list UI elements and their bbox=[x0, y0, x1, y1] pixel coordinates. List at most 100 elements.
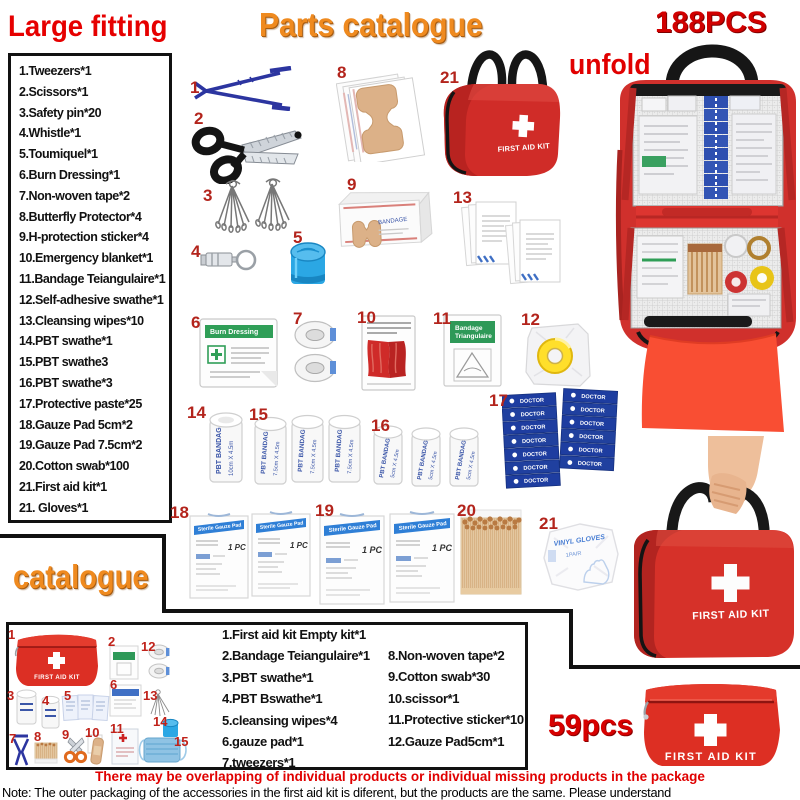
small-kit-list-item: 8.Non-woven tape*2 bbox=[388, 648, 505, 663]
note-text: Note: The outer packaging of the accesso… bbox=[2, 785, 671, 800]
product-number: 18 bbox=[170, 503, 189, 522]
total-pcs-label: 188PCS bbox=[655, 6, 767, 39]
parts-list-item: 3.Safety pin*20 bbox=[19, 105, 102, 120]
parts-list-item: 9.H-protection sticker*4 bbox=[19, 230, 149, 245]
product-number: 2 bbox=[194, 109, 204, 128]
parts-catalogue-title: Parts catalogue bbox=[259, 6, 483, 43]
collage-number: 4 bbox=[42, 693, 50, 708]
burn-dressing-photo: Burn Dressing bbox=[199, 318, 278, 388]
pbt-label: PBT BANDAG bbox=[260, 431, 270, 474]
collage-number: 9 bbox=[62, 727, 70, 742]
pbt-size-label: 7.5cm X 4.5m bbox=[347, 439, 355, 474]
product-number: 21 bbox=[539, 514, 558, 533]
nonwoven-tape-photo bbox=[294, 320, 336, 383]
small-pouch-photo: FIRST AID KIT bbox=[643, 684, 780, 766]
hand-bag-photo: FIRST AID KIT bbox=[634, 436, 794, 658]
first-aid-kit-text: FIRST AID KIT bbox=[692, 608, 770, 623]
collage-number: 8 bbox=[34, 729, 42, 744]
parts-list-item: 18.Gauze Pad 5cm*2 bbox=[19, 417, 133, 432]
collage-number: 2 bbox=[108, 634, 116, 649]
parts-list-item: 16.PBT swathe*3 bbox=[19, 375, 113, 390]
one-pc-label: 1 PC bbox=[228, 543, 246, 552]
collage-number: 15 bbox=[174, 734, 189, 749]
pbt-size-label: 5cm X 4.5m bbox=[466, 450, 477, 480]
first-aid-bag-photo: FIRST AID KIT bbox=[443, 50, 561, 176]
collage-number: 12 bbox=[141, 639, 156, 654]
parts-list-item: 11.Bandage Teiangulaire*1 bbox=[19, 271, 166, 286]
small-kit-list-item: 10.scissor*1 bbox=[388, 690, 460, 706]
parts-list-item: 14.PBT swathe*1 bbox=[19, 334, 113, 349]
pbt-size-label: 7.5cm X 4.5m bbox=[310, 439, 318, 474]
product-number: 1 bbox=[190, 78, 200, 97]
gauze-label: Sterile Gauze Pad bbox=[399, 521, 448, 532]
gauze-5cm-photo: Sterile Gauze Pad 1 PC Sterile Gauze Pad… bbox=[189, 511, 311, 599]
product-number: 19 bbox=[315, 501, 334, 520]
doctor-text: DOCTOR bbox=[523, 465, 547, 472]
gauze-75cm-photo: Sterile Gauze Pad 1 PC Sterile Gauze Pad… bbox=[319, 511, 455, 605]
product-number: 3 bbox=[203, 186, 213, 205]
product-number: 15 bbox=[249, 405, 268, 424]
product-number: 7 bbox=[293, 309, 303, 328]
catalogue-title: catalogue bbox=[13, 558, 149, 595]
product-number: 9 bbox=[347, 175, 357, 194]
burn-dressing-text: Burn Dressing bbox=[210, 329, 258, 336]
pbt-size-label: 5cm X 4.5m bbox=[428, 450, 439, 480]
collage-number: 10 bbox=[85, 725, 100, 740]
small-kit-list-item: 12.Gauze Pad5cm*1 bbox=[388, 733, 505, 749]
collage-number: 7 bbox=[9, 731, 17, 746]
triangulaire-word: Triangulaire bbox=[455, 333, 492, 340]
pbt-size-label: 10cm X 4.5m bbox=[229, 441, 235, 476]
doctor-text: DOCTOR bbox=[524, 478, 548, 485]
parts-list-item: 13.Cleansing wipes*10 bbox=[19, 313, 144, 328]
small-kit-collage: FIRST AID KIT bbox=[12, 634, 187, 766]
parts-list-item: 2.Scissors*1 bbox=[19, 84, 88, 99]
parts-list-item: 5.Toumiquel*1 bbox=[19, 147, 98, 162]
one-pair-text: 1PAIR bbox=[565, 551, 581, 559]
collage-number: 6 bbox=[110, 677, 118, 692]
product-number: 8 bbox=[337, 63, 347, 82]
whistle-photo bbox=[200, 249, 257, 271]
doctor-text: DOCTOR bbox=[523, 451, 547, 458]
product-number: 17 bbox=[489, 391, 508, 410]
h-protection-photo: BANDAGE bbox=[338, 191, 433, 248]
one-pc-label: 1 PC bbox=[362, 545, 383, 555]
collage-number: 3 bbox=[7, 688, 15, 703]
pbt-5-photo: PBT BANDAG 5cm X 4.5m PBT BANDAG 5cm X 4… bbox=[373, 425, 479, 487]
self-adhesive-photo bbox=[525, 323, 591, 387]
tweezers-photo bbox=[193, 66, 292, 111]
pbt-size-label: 7.5cm X 4.5m bbox=[273, 441, 281, 476]
product-number: 16 bbox=[371, 416, 390, 435]
gauze-label: Sterile Gauze Pad bbox=[260, 520, 304, 531]
doctor-text: DOCTOR bbox=[580, 407, 604, 414]
doctor-text: DOCTOR bbox=[520, 398, 544, 405]
protective-paste-photo: DOCTOR DOCTOR DOCTOR DOCTOR DOCTOR DOCTO… bbox=[502, 388, 619, 489]
product-number: 11 bbox=[433, 309, 451, 328]
parts-list-item: 4.Whistle*1 bbox=[19, 126, 81, 141]
first-aid-kit-text: FIRST AID KIT bbox=[665, 751, 757, 763]
one-pc-label: 1 PC bbox=[432, 543, 453, 553]
first-aid-kit-text: FIRST AID KIT bbox=[34, 675, 80, 681]
parts-list-item: 15.PBT swathe3 bbox=[19, 355, 108, 370]
doctor-text: DOCTOR bbox=[522, 438, 546, 445]
small-kit-box bbox=[6, 622, 528, 770]
product-number: 10 bbox=[357, 308, 376, 327]
large-fitting-title: Large fitting bbox=[8, 10, 168, 43]
small-kit-list-item: 3.PBT swathe*1 bbox=[222, 669, 314, 685]
cleansing-wipes-photo bbox=[461, 201, 561, 285]
parts-list-item: 21.First aid kit*1 bbox=[19, 479, 107, 494]
parts-list-item: 1.Tweezers*1 bbox=[19, 64, 92, 78]
product-number: 13 bbox=[453, 188, 472, 207]
pbt-75-photo: PBT BANDAG 7.5cm X 4.5m PBT BANDAG 7.5cm… bbox=[254, 414, 361, 485]
small-kit-list-item: 5.cleansing wipes*4 bbox=[222, 712, 338, 728]
small-kit-list-item: 6.gauze pad*1 bbox=[222, 734, 304, 750]
collage-number: 11 bbox=[110, 721, 124, 736]
product-number: 12 bbox=[521, 310, 540, 329]
small-kit-list-item: 2.Bandage Teiangulaire*1 bbox=[222, 648, 370, 664]
pbt-size-label: 5cm X 4.5m bbox=[390, 448, 401, 478]
first-aid-kit-text: FIRST AID KIT bbox=[497, 141, 550, 154]
parts-list-item: 21. Gloves*1 bbox=[19, 500, 88, 515]
doctor-text: DOCTOR bbox=[578, 447, 602, 454]
product-number: 6 bbox=[191, 313, 201, 332]
product-number: 5 bbox=[293, 228, 303, 247]
